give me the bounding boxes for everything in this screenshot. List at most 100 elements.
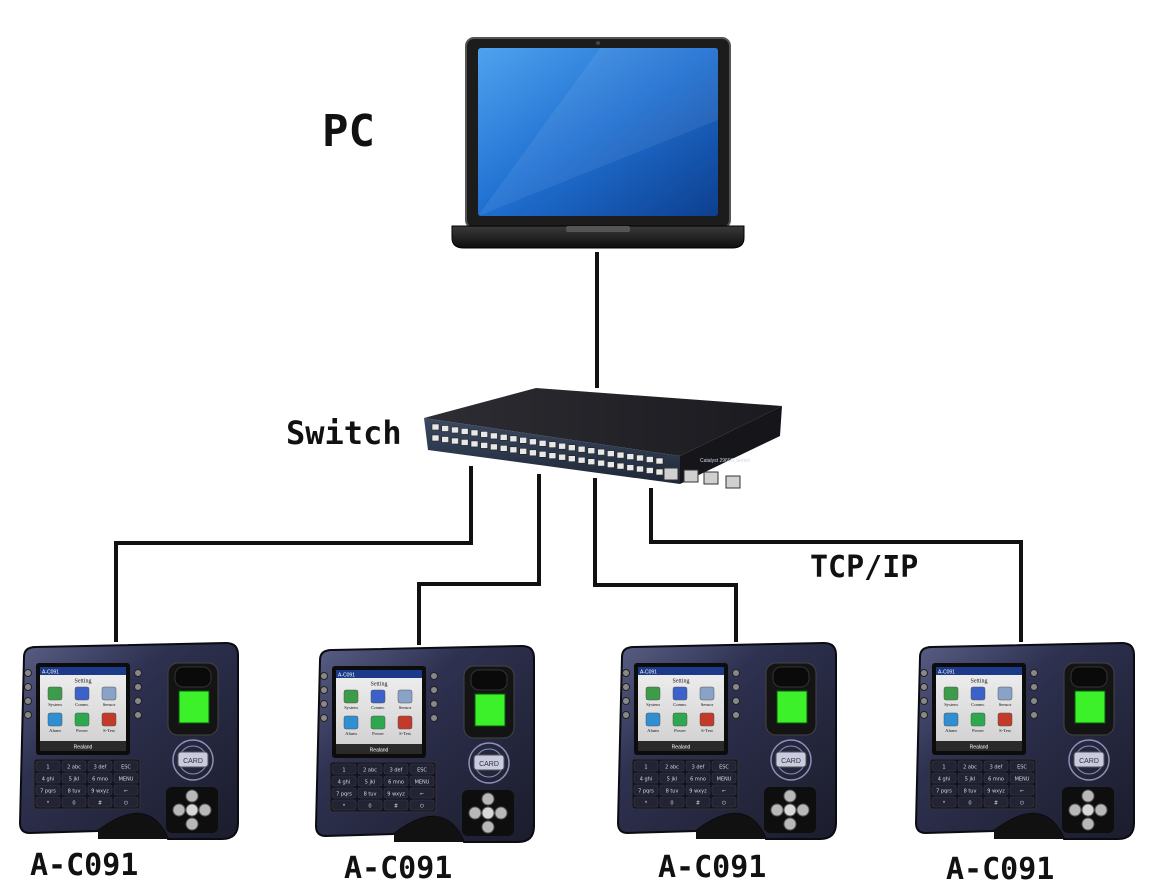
laptop-hinge-notch — [566, 226, 630, 232]
nav-up-button — [481, 792, 495, 806]
ethernet-port — [567, 455, 576, 463]
ethernet-port — [509, 435, 518, 443]
ethernet-port — [529, 449, 537, 457]
nav-left-button — [1068, 803, 1082, 817]
keypad-key-label: 7 pqrs — [336, 792, 352, 798]
side-led — [134, 669, 142, 677]
screen-header-bar — [638, 667, 724, 675]
keypad-key — [633, 796, 659, 808]
keypad-key — [711, 784, 737, 796]
keypad-key-label: 4 ghi — [42, 777, 55, 783]
ethernet-port — [587, 447, 596, 455]
ethernet-port — [431, 423, 440, 431]
keypad-key-label: ⏻ — [124, 801, 128, 807]
keypad-key-label: 9 wxyz — [689, 789, 707, 795]
laptop-screen — [478, 48, 718, 216]
keypad-key — [659, 784, 685, 796]
side-led — [24, 683, 32, 691]
keypad-key-label: 8 tuv — [68, 789, 81, 795]
webcam-icon — [596, 41, 600, 45]
screen-footer-bar — [936, 741, 1022, 751]
ethernet-port — [529, 438, 537, 446]
fingerprint-guide — [174, 666, 212, 688]
wire-device-2 — [417, 474, 541, 645]
screen-title: Setting — [970, 679, 987, 685]
nav-left-button — [770, 803, 784, 817]
keypad-key — [87, 772, 113, 784]
keypad-key-label: ESC — [121, 765, 131, 771]
ethernet-port — [460, 439, 469, 446]
device-foot — [394, 816, 464, 842]
keypad-key — [1009, 760, 1035, 772]
switch-label: Switch — [286, 414, 402, 452]
network-switch: Catalyst 2960G Series — [424, 388, 782, 489]
ethernet-port — [431, 434, 440, 442]
nav-right-button — [198, 803, 212, 817]
menu-item-label: Alarm — [647, 728, 659, 733]
ethernet-port — [626, 464, 635, 471]
nav-right-button — [1094, 803, 1108, 817]
keypad-key — [87, 760, 113, 772]
ethernet-port — [480, 431, 489, 438]
keypad-key — [633, 772, 659, 784]
keypad-key-label: 8 tuv — [666, 789, 679, 795]
keypad-key-label: 5 jkl — [965, 777, 975, 783]
keypad-key-label: ESC — [1017, 765, 1027, 771]
keypad-key — [383, 799, 409, 811]
keypad — [631, 758, 739, 810]
menu-item-label: Power — [972, 728, 984, 733]
keypad-key-label: ⏻ — [1020, 801, 1024, 807]
switch-model-text: Catalyst 2960G Series — [700, 458, 751, 464]
keypad-key-label: 2 abc — [67, 765, 81, 771]
menu-item-label: System — [344, 705, 358, 710]
keypad-key-label: ← — [124, 789, 128, 795]
keypad-key — [957, 784, 983, 796]
card-label: CARD — [183, 758, 203, 765]
nav-ok-button — [185, 803, 199, 817]
card-reader-ring — [1068, 739, 1110, 781]
screen-title: Setting — [370, 682, 387, 688]
keypad-key-label: * — [343, 804, 346, 810]
brand-label: Realand — [672, 745, 691, 751]
keypad-key — [87, 784, 113, 796]
device-screen — [336, 670, 422, 754]
keypad-key-label: 3 def — [990, 765, 1003, 771]
card-icon — [473, 754, 505, 771]
device-screen — [638, 667, 724, 751]
side-led — [1030, 683, 1038, 691]
keypad-key — [633, 760, 659, 772]
nav-ok-button — [481, 806, 495, 820]
ethernet-port — [441, 436, 450, 443]
menu-stest-icon — [101, 712, 117, 727]
keypad-key — [1009, 796, 1035, 808]
ethernet-port — [606, 461, 615, 468]
screen-model-text: A-C091 — [938, 670, 955, 676]
keypad — [329, 761, 437, 813]
menu-alarm-icon — [47, 712, 63, 727]
card-label: CARD — [1079, 758, 1099, 765]
menu-item-label: System — [48, 702, 62, 707]
side-led — [430, 700, 438, 708]
keypad-key — [35, 784, 61, 796]
screen-header-bar — [40, 667, 126, 675]
side-led — [622, 711, 630, 719]
menu-system-icon — [645, 686, 661, 701]
nav-up-button — [783, 789, 797, 803]
brand-label: Realand — [970, 745, 989, 751]
keypad-key-label: 7 pqrs — [40, 789, 56, 795]
menu-stest-icon — [397, 715, 413, 730]
device-label: A-C091 — [658, 850, 766, 880]
menu-item-label: Alarm — [345, 731, 357, 736]
keypad-key — [357, 775, 383, 787]
keypad-key — [113, 796, 139, 808]
keypad-key-label: ← — [1020, 789, 1024, 795]
sfp-module-group — [663, 467, 741, 489]
keypad-key — [409, 787, 435, 799]
wire-device-1 — [114, 466, 473, 642]
ethernet-port — [616, 462, 625, 470]
screen-reflection — [478, 48, 718, 216]
ethernet-port — [451, 426, 459, 434]
menu-system-icon — [343, 689, 359, 704]
card-icon — [775, 751, 807, 768]
